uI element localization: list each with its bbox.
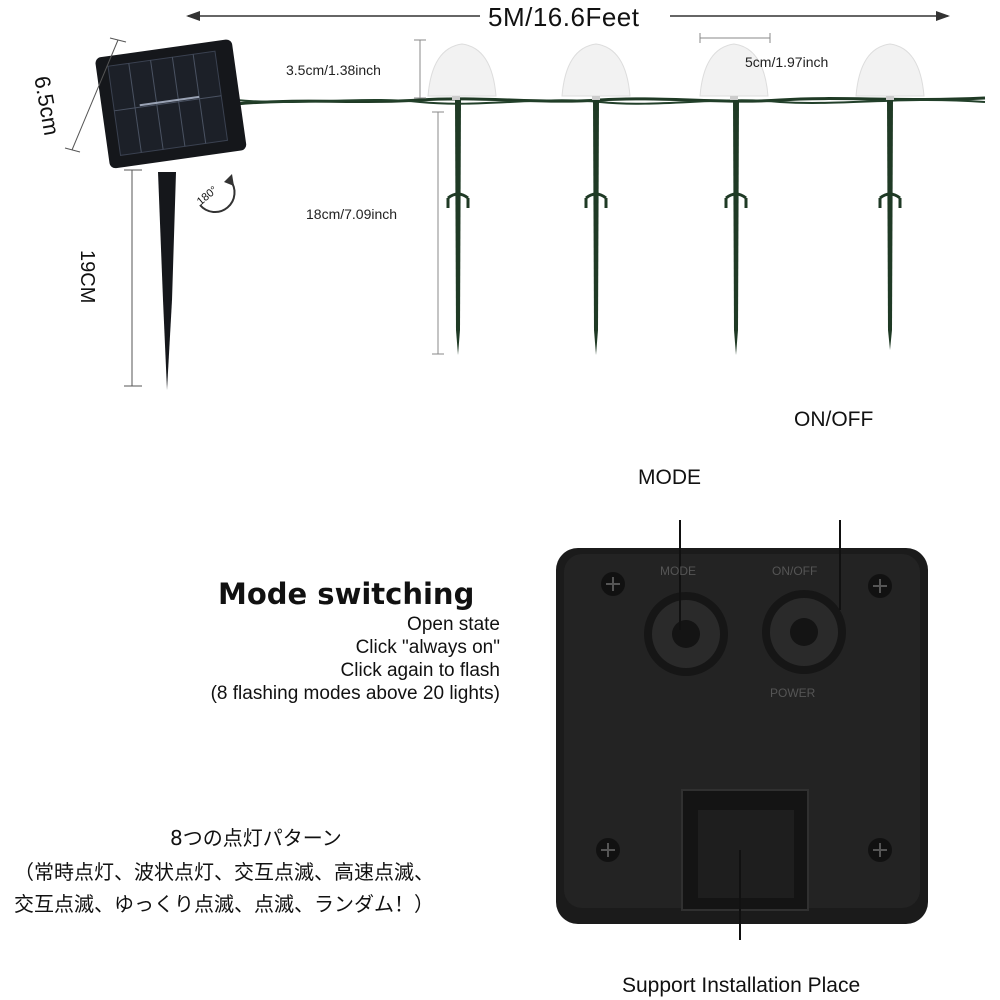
panel-stake xyxy=(158,172,176,390)
stake-height-dimension xyxy=(432,111,444,355)
screw-icon xyxy=(596,838,620,862)
onoff-button[interactable] xyxy=(762,590,846,674)
control-box xyxy=(556,520,928,940)
mode-button[interactable] xyxy=(644,592,728,676)
onoff-callout-label: ON/OFF xyxy=(794,408,874,431)
mode-line: Click again to flash xyxy=(340,660,500,681)
embossed-onoff-label: ON/OFF xyxy=(772,564,818,578)
cap-width-dimension xyxy=(699,33,771,43)
jp-patterns-title: 8つの点灯パターン xyxy=(170,826,342,850)
rotate-icon xyxy=(199,174,236,214)
cap-height-dimension xyxy=(414,39,426,99)
mode-switching-title: Mode switching xyxy=(218,577,475,611)
jp-patterns-line: （常時点灯、波状点灯、交互点滅、高速点滅、 xyxy=(14,860,434,884)
cap-height-label: 3.5cm/1.38inch xyxy=(286,62,381,78)
support-callout-label: Support Installation Place xyxy=(622,974,861,997)
mushroom-light xyxy=(855,43,925,350)
embossed-mode-label: MODE xyxy=(660,564,696,578)
cap-width-label: 5cm/1.97inch xyxy=(745,54,829,70)
support-slot xyxy=(681,789,809,911)
screw-icon xyxy=(868,838,892,862)
stake-dimension xyxy=(124,169,142,387)
mushroom-light xyxy=(699,43,769,355)
stake-height-label: 18cm/7.09inch xyxy=(306,206,398,222)
stake-length-label: 19CM xyxy=(76,250,98,304)
length-label: 5M/16.6Feet xyxy=(488,2,640,32)
embossed-power-label: POWER xyxy=(770,686,816,700)
mushroom-light xyxy=(427,43,497,355)
string-wire xyxy=(235,96,986,106)
mode-callout-label: MODE xyxy=(638,466,701,489)
jp-patterns-line: 交互点滅、ゆっくり点滅、点滅、ランダム！） xyxy=(14,892,434,916)
mode-line: (8 flashing modes above 20 lights) xyxy=(210,683,500,704)
screw-icon xyxy=(601,572,625,596)
mushroom-light xyxy=(561,43,631,355)
screw-icon xyxy=(868,574,892,598)
product-dimension-diagram xyxy=(64,11,986,390)
solar-panel xyxy=(95,39,247,169)
mode-line: Open state xyxy=(407,614,500,635)
panel-width-dimension xyxy=(64,37,127,153)
length-arrow xyxy=(186,11,950,21)
mode-line: Click "always on" xyxy=(355,637,500,658)
mode-switching-list: Open state Click "always on" Click again… xyxy=(211,614,500,705)
